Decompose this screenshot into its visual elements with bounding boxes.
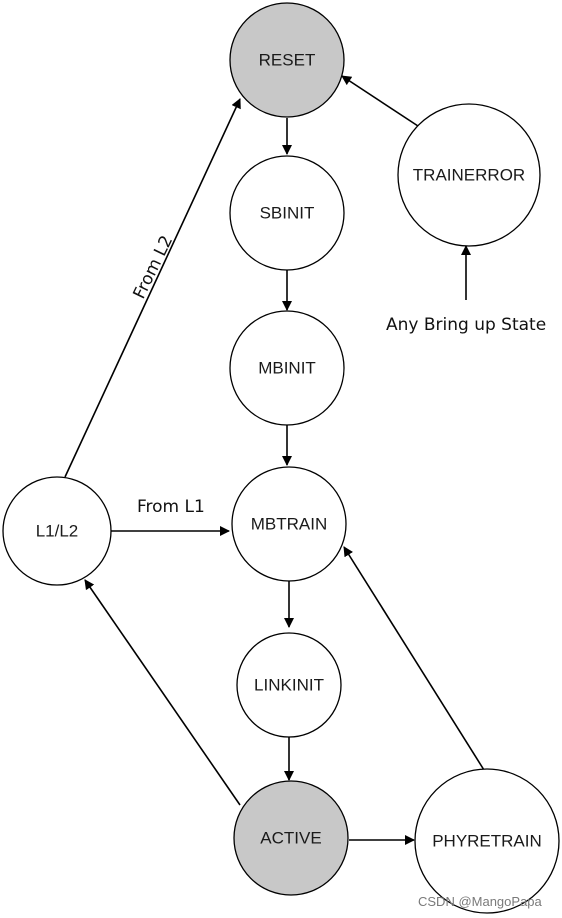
mbtrain-label: MBTRAIN: [251, 514, 328, 533]
node-l1l2: L1/L2: [2, 476, 112, 586]
l1l2-circle: [2, 476, 112, 586]
mbtrain-circle: [231, 466, 347, 582]
trainerror-label: TRAINERROR: [413, 165, 525, 184]
edge-trainerror-to-reset: [341, 75, 419, 127]
linkinit-circle: [236, 632, 342, 738]
active-label: ACTIVE: [260, 828, 321, 847]
node-phyretrain: PHYRETRAIN: [414, 768, 560, 914]
phyretrain-label: PHYRETRAIN: [432, 831, 542, 850]
active-circle: [233, 780, 349, 896]
from-l1-label: From L1: [137, 497, 205, 517]
any-bringup-label: Any Bring up State: [386, 315, 546, 335]
edge-phyretrain-to-mbtrain: [343, 546, 485, 771]
l1l2-label: L1/L2: [36, 521, 79, 540]
reset-circle: [229, 2, 345, 118]
sbinit-label: SBINIT: [260, 203, 315, 222]
edge-active-to-l1l2: [84, 579, 241, 806]
node-linkinit: LINKINIT: [236, 632, 342, 738]
node-sbinit: SBINIT: [229, 155, 345, 271]
sbinit-circle: [229, 155, 345, 271]
node-trainerror: TRAINERROR: [397, 103, 541, 247]
node-mbtrain: MBTRAIN: [231, 466, 347, 582]
phyretrain-circle: [414, 768, 560, 914]
from-l2-label: From L2: [130, 232, 178, 302]
edges: [64, 75, 485, 845]
node-reset: RESET: [229, 2, 345, 118]
watermark-text: CSDN @MangoPapa: [418, 894, 543, 909]
trainerror-circle: [397, 103, 541, 247]
linkinit-label: LINKINIT: [254, 675, 324, 694]
node-active: ACTIVE: [233, 780, 349, 896]
node-mbinit: MBINIT: [229, 310, 345, 426]
edge-l1l2-to-reset: [64, 98, 241, 478]
mbinit-circle: [229, 310, 345, 426]
mbinit-label: MBINIT: [258, 358, 316, 377]
reset-label: RESET: [259, 50, 316, 69]
